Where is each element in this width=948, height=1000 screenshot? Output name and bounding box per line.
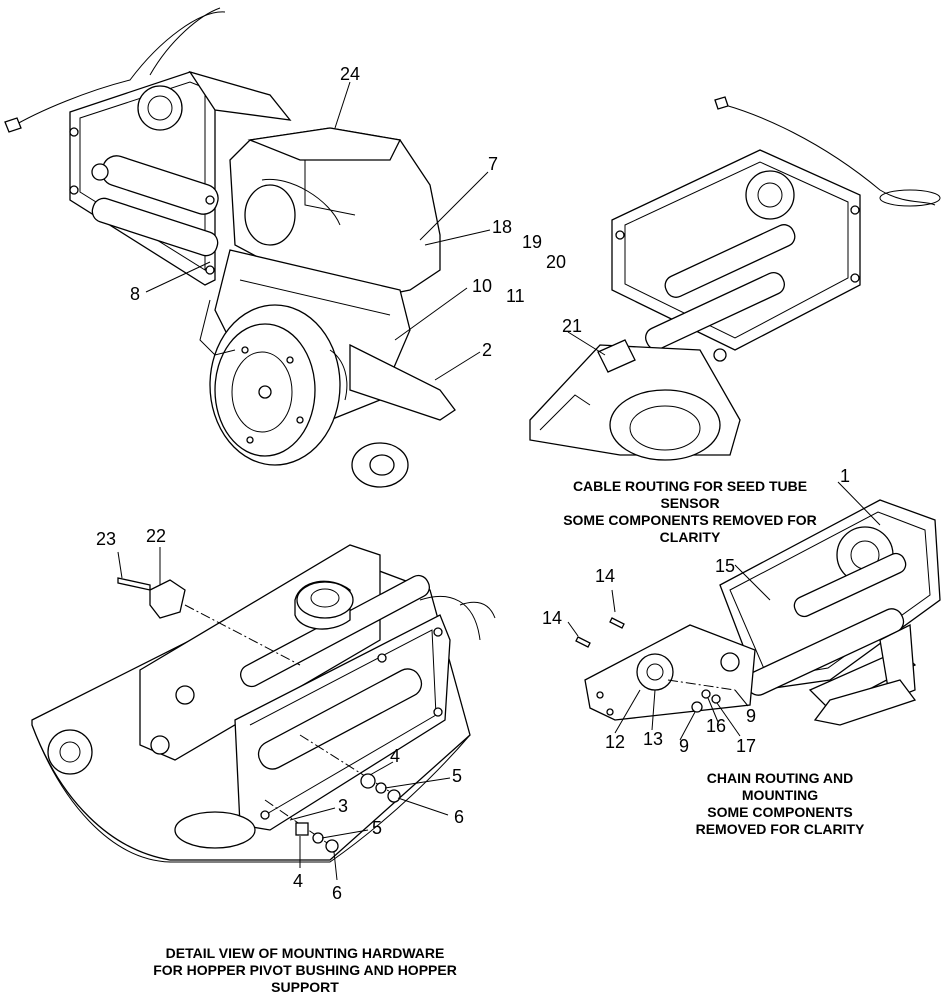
sensor-cable xyxy=(9,11,226,129)
bolt-23 xyxy=(117,577,151,591)
callout-17: 17 xyxy=(736,736,756,756)
caption-line: SENSOR xyxy=(660,495,720,511)
row-unit-assembly-view xyxy=(4,7,456,488)
caption-line: DETAIL VIEW OF MOUNTING HARDWARE xyxy=(165,945,445,961)
caption-line: FOR HOPPER PIVOT BUSHING AND HOPPER xyxy=(153,962,457,978)
washer-5-lower xyxy=(312,832,324,844)
caption-line: CLARITY xyxy=(659,529,721,545)
drive-sprocket xyxy=(636,653,674,691)
caption-line: MOUNTING xyxy=(741,787,819,803)
callout-16: 16 xyxy=(706,716,726,736)
callout-19: 19 xyxy=(522,232,542,252)
callout-2: 2 xyxy=(482,340,492,360)
nut-6-lower xyxy=(325,839,339,853)
caption-line: SOME COMPONENTS xyxy=(707,804,853,820)
caption-detail-view: DETAIL VIEW OF MOUNTING HARDWARE FOR HOP… xyxy=(100,945,510,996)
chain-routing-view xyxy=(575,499,941,726)
callout-12: 12 xyxy=(605,732,625,752)
washer-16 xyxy=(701,689,711,699)
callout-13: 13 xyxy=(643,729,663,749)
callout-18: 18 xyxy=(492,217,512,237)
caption-line: CABLE ROUTING FOR SEED TUBE xyxy=(572,478,808,494)
callout-20: 20 xyxy=(546,252,566,272)
washer-5 xyxy=(375,782,387,794)
callout-7: 7 xyxy=(488,154,498,174)
callout-9-right: 9 xyxy=(746,706,756,726)
callout-6: 6 xyxy=(454,807,464,827)
callout-numbers: 24 7 18 19 20 8 10 11 2 21 1 15 14 14 12… xyxy=(96,64,850,903)
nut-6 xyxy=(387,789,401,803)
callout-21: 21 xyxy=(562,316,582,336)
bolt-14-lower xyxy=(575,636,591,648)
callout-11: 11 xyxy=(506,286,525,306)
caption-line: SUPPORT xyxy=(271,979,339,995)
callout-3: 3 xyxy=(338,796,348,816)
callout-14: 14 xyxy=(595,566,615,586)
caption-cable-routing: CABLE ROUTING FOR SEED TUBE SENSOR SOME … xyxy=(520,478,860,546)
callout-15: 15 xyxy=(715,556,735,576)
seed-tube-sensor xyxy=(597,339,636,373)
cable-routing-view xyxy=(529,96,941,461)
drive-sprocket xyxy=(47,729,93,775)
leader-lines xyxy=(117,81,881,881)
callout-1: 1 xyxy=(840,466,850,486)
callout-24: 24 xyxy=(340,64,360,84)
caption-line: REMOVED FOR CLARITY xyxy=(695,821,865,837)
spacer-4-lower xyxy=(295,822,309,836)
callout-5-lower: 5 xyxy=(372,818,382,838)
washer-17 xyxy=(711,694,721,704)
caption-chain-routing: CHAIN ROUTING AND MOUNTING SOME COMPONEN… xyxy=(640,770,920,838)
bolt-14 xyxy=(609,617,625,629)
nut-9 xyxy=(691,701,703,713)
callout-14-lower: 14 xyxy=(542,608,562,628)
metering-drum xyxy=(137,85,183,131)
callout-23: 23 xyxy=(96,529,116,549)
callout-6-lower: 6 xyxy=(332,883,342,903)
callout-8: 8 xyxy=(130,284,140,304)
callout-4: 4 xyxy=(390,746,400,766)
cable-connector xyxy=(4,117,22,133)
callout-9: 9 xyxy=(679,736,689,756)
callout-4-lower: 4 xyxy=(293,871,303,891)
spacer-4 xyxy=(360,773,376,789)
caption-line: CHAIN ROUTING AND xyxy=(706,770,854,786)
sensor-cable xyxy=(724,104,936,206)
mounting-hardware-detail-view xyxy=(31,544,496,863)
bushing-22 xyxy=(149,579,186,619)
callout-5: 5 xyxy=(452,766,462,786)
callout-22: 22 xyxy=(146,526,166,546)
caption-line: SOME COMPONENTS REMOVED FOR xyxy=(563,512,817,528)
callout-10: 10 xyxy=(472,276,492,296)
